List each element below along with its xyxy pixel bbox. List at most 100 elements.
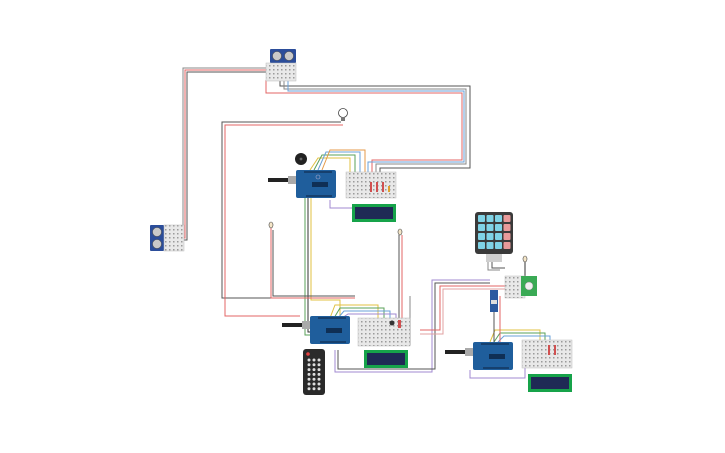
keypad-key[interactable] bbox=[486, 233, 494, 240]
remote-button[interactable] bbox=[317, 372, 321, 376]
keypad-key[interactable] bbox=[486, 242, 494, 249]
keypad-key[interactable] bbox=[486, 215, 494, 222]
ultrasonic-sensor-left[interactable] bbox=[150, 224, 185, 252]
keypad-key[interactable] bbox=[495, 242, 502, 249]
wire-top-sensor-to-left-sensor-gray[interactable] bbox=[175, 67, 272, 237]
keypad-key[interactable] bbox=[495, 215, 502, 222]
mini-breadboard-left bbox=[163, 224, 185, 252]
remote-button[interactable] bbox=[312, 377, 316, 381]
transducer-bottom bbox=[152, 239, 162, 249]
remote-button[interactable] bbox=[317, 358, 321, 362]
photoresistor-1[interactable] bbox=[268, 221, 274, 229]
wire-a3-bundle-blue[interactable] bbox=[497, 335, 551, 343]
arduino-logo bbox=[315, 174, 321, 180]
buzzer[interactable] bbox=[295, 153, 307, 165]
arduino-uno-3[interactable] bbox=[445, 342, 513, 370]
wire-a1-to-a2-yellow[interactable] bbox=[310, 196, 341, 318]
keypad-key[interactable] bbox=[478, 242, 485, 249]
wire-top-sensor-loop-1[interactable] bbox=[279, 80, 471, 175]
remote-button[interactable] bbox=[307, 377, 311, 381]
photoresistor-2[interactable] bbox=[397, 228, 403, 236]
wire-a3-outline[interactable] bbox=[469, 365, 526, 379]
wire-a2-bundle-blue[interactable] bbox=[337, 310, 391, 322]
lcd-screen-1 bbox=[355, 207, 393, 219]
keypad-key[interactable] bbox=[503, 224, 511, 231]
arduino-header-top bbox=[318, 317, 346, 319]
lcd-screen-3 bbox=[531, 377, 569, 389]
remote-button[interactable] bbox=[312, 363, 316, 367]
ultrasonic-sensor-top[interactable] bbox=[265, 49, 297, 82]
usb-plug-1 bbox=[288, 176, 296, 184]
keypad-key[interactable] bbox=[503, 215, 511, 222]
wire-top-sensor-loop-2[interactable] bbox=[283, 80, 467, 175]
keypad-key[interactable] bbox=[495, 233, 502, 240]
keypad-key-grid bbox=[478, 215, 511, 249]
wire-photoresistor1-down[interactable] bbox=[270, 228, 355, 299]
remote-button[interactable] bbox=[307, 382, 311, 386]
wire-a2-to-a3-red[interactable] bbox=[420, 285, 508, 331]
wire-a2-to-a3-purple[interactable] bbox=[334, 279, 490, 373]
arduino-header-top bbox=[304, 171, 332, 173]
breadboard-1-resistors bbox=[370, 182, 390, 192]
wire-a1-bundle-orange[interactable] bbox=[321, 149, 366, 175]
arduino-header-top bbox=[481, 343, 509, 345]
lcd-display-2[interactable] bbox=[364, 350, 408, 368]
wire-bulb-left-down-red[interactable] bbox=[224, 124, 343, 317]
remote-button[interactable] bbox=[307, 363, 311, 367]
remote-button[interactable] bbox=[317, 368, 321, 372]
wire-a1-to-lcd1[interactable] bbox=[329, 200, 355, 209]
remote-button[interactable] bbox=[307, 358, 311, 362]
keypad-key[interactable] bbox=[486, 224, 494, 231]
wire-a1-bundle-green[interactable] bbox=[313, 154, 356, 175]
remote-button[interactable] bbox=[317, 387, 321, 391]
wire-a1-to-a2-green[interactable] bbox=[304, 196, 315, 336]
remote-button[interactable] bbox=[312, 372, 316, 376]
lcd-display-3[interactable] bbox=[528, 374, 572, 392]
remote-button[interactable] bbox=[312, 368, 316, 372]
mini-breadboard-top bbox=[265, 62, 297, 82]
arduino-chip bbox=[489, 354, 505, 359]
usb-cable-3 bbox=[445, 350, 465, 354]
arduino-header-bottom bbox=[483, 367, 509, 369]
keypad-key[interactable] bbox=[495, 224, 502, 231]
keypad-key[interactable] bbox=[478, 233, 485, 240]
lcd-display-1[interactable] bbox=[352, 204, 396, 222]
wire-a2-to-a3-dark[interactable] bbox=[337, 282, 490, 370]
ir-remote[interactable] bbox=[303, 349, 325, 395]
photoresistor-3[interactable] bbox=[522, 255, 528, 263]
light-bulb[interactable] bbox=[338, 108, 348, 122]
keypad-connector bbox=[486, 254, 502, 262]
keypad-key[interactable] bbox=[478, 224, 485, 231]
wire-a1-bundle-yellow[interactable] bbox=[309, 157, 351, 175]
keypad-key[interactable] bbox=[503, 233, 511, 240]
remote-button[interactable] bbox=[317, 377, 321, 381]
wire-a3-bundle-yellow[interactable] bbox=[489, 329, 541, 343]
usb-cable-1 bbox=[268, 178, 288, 182]
remote-button[interactable] bbox=[312, 387, 316, 391]
remote-button[interactable] bbox=[312, 382, 316, 386]
wire-bulb-left-down[interactable] bbox=[221, 121, 341, 299]
remote-power-button[interactable] bbox=[306, 352, 310, 356]
wire-a2-to-a3-pink[interactable] bbox=[420, 288, 508, 335]
remote-button[interactable] bbox=[307, 387, 311, 391]
arduino-uno-2[interactable] bbox=[282, 316, 350, 344]
photoresistor-icon bbox=[397, 228, 403, 236]
breadboard-3-resistors bbox=[548, 345, 556, 355]
wire-a1-bundle-blue[interactable] bbox=[317, 151, 361, 175]
remote-button[interactable] bbox=[307, 372, 311, 376]
wire-a2-bundle-green[interactable] bbox=[333, 307, 385, 322]
remote-button[interactable] bbox=[312, 358, 316, 362]
light-bulb-icon bbox=[338, 108, 348, 118]
servo-motor[interactable] bbox=[490, 290, 498, 312]
pir-sensor[interactable] bbox=[521, 276, 537, 296]
wire-photoresistor1-down-dark[interactable] bbox=[272, 230, 355, 297]
arduino-uno-1[interactable] bbox=[268, 170, 336, 198]
keypad-key[interactable] bbox=[478, 215, 485, 222]
remote-button[interactable] bbox=[307, 368, 311, 372]
remote-button[interactable] bbox=[317, 382, 321, 386]
remote-button[interactable] bbox=[317, 363, 321, 367]
keypad-key[interactable] bbox=[503, 242, 511, 249]
keypad[interactable] bbox=[475, 212, 513, 262]
wire-top-sensor-loop-4[interactable] bbox=[287, 80, 465, 175]
